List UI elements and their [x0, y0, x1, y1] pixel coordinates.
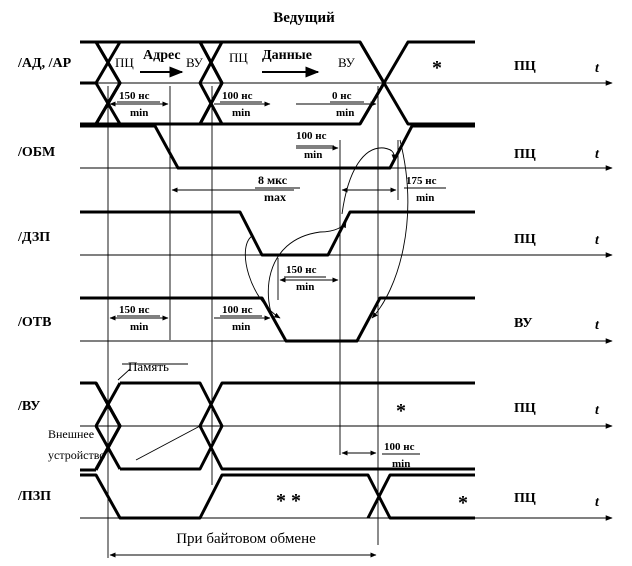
bus-vu-2: ВУ: [338, 55, 356, 70]
annotation-pamyat: Память: [128, 359, 169, 374]
t150b-min: min: [296, 281, 314, 293]
t150a-min: min: [130, 107, 148, 119]
state-vu: ПЦ: [514, 401, 536, 416]
t8-max: max: [264, 190, 286, 204]
right-labels: ПЦ ПЦ ПЦ ВУ ПЦ ПЦ t t t t t t: [514, 59, 600, 510]
waveform-pzp: [80, 473, 475, 520]
t-ad: t: [595, 61, 600, 76]
state-obm: ПЦ: [514, 147, 536, 162]
annotation-ustroistvo: устройство: [48, 448, 105, 462]
t-vu: t: [595, 403, 600, 418]
annotation-vneshnee: Внешнее: [48, 427, 94, 441]
t150c-min: min: [130, 321, 148, 333]
bus-labels: ПЦ Адрес ВУ ПЦ Данные ВУ *: [115, 48, 442, 79]
signal-labels: /АД, /АР /ОБМ /ДЗП /ОТВ /ВУ /ПЗП: [17, 56, 72, 504]
t150a-value: 150 нс: [119, 90, 150, 102]
t-obm: t: [595, 147, 600, 162]
annotations: Память Внешнее устройство * * * * При ба…: [48, 359, 468, 547]
waveforms: [80, 40, 475, 520]
t175-min: min: [416, 192, 434, 204]
t0-value: 0 нс: [332, 90, 352, 102]
t8-value: 8 мкс: [258, 173, 288, 187]
t175-value: 175 нс: [406, 175, 437, 187]
bus-adres: Адрес: [143, 48, 181, 63]
label-ad: /АД, /АР: [17, 56, 72, 71]
t-otv: t: [595, 318, 600, 333]
waveform-dzp: [80, 210, 475, 257]
timing-texts: 150 нс min 100 нс min 0 нс min 100 нс mi…: [119, 90, 437, 470]
star-pzp: *: [458, 492, 468, 514]
dimension-arrows: [109, 66, 397, 558]
t150c-value: 150 нс: [119, 304, 150, 316]
label-dzp: /ДЗП: [17, 230, 50, 245]
bus-star: *: [432, 57, 442, 79]
bus-dannye: Данные: [262, 48, 312, 63]
waveform-otv: [80, 296, 475, 343]
timing-labels: [117, 101, 446, 455]
t100d-min: min: [392, 458, 410, 470]
t0-min: min: [336, 107, 354, 119]
label-pzp: /ПЗП: [17, 489, 51, 504]
reference-lines: [107, 86, 399, 558]
annotation-byte-exchange: При байтовом обмене: [176, 531, 316, 547]
label-otv: /ОТВ: [17, 315, 51, 330]
label-obm: /ОБМ: [17, 145, 55, 160]
t100b-min: min: [304, 149, 322, 161]
waveform-obm: [80, 124, 475, 170]
star-vu: *: [396, 400, 406, 422]
state-pzp: ПЦ: [514, 491, 536, 506]
t100c-value: 100 нс: [222, 304, 253, 316]
bus-pc-2: ПЦ: [229, 50, 248, 65]
t150b-value: 150 нс: [286, 264, 317, 276]
bus-pc-1: ПЦ: [115, 55, 134, 70]
bus-vu-1: ВУ: [186, 55, 204, 70]
t100a-value: 100 нс: [222, 90, 253, 102]
t100d-value: 100 нс: [384, 441, 415, 453]
label-vu: /ВУ: [17, 399, 40, 414]
t-pzp: t: [595, 495, 600, 510]
t-dzp: t: [595, 233, 600, 248]
t100b-value: 100 нс: [296, 130, 327, 142]
causal-arrows: [117, 139, 409, 461]
state-dzp: ПЦ: [514, 232, 536, 247]
diagram-title: Ведущий: [273, 10, 335, 26]
waveform-ad: [80, 40, 475, 126]
t100a-min: min: [232, 107, 250, 119]
t100c-min: min: [232, 321, 250, 333]
stars-pzp: * *: [276, 490, 301, 512]
state-ad: ПЦ: [514, 59, 536, 74]
state-otv: ВУ: [514, 316, 532, 331]
